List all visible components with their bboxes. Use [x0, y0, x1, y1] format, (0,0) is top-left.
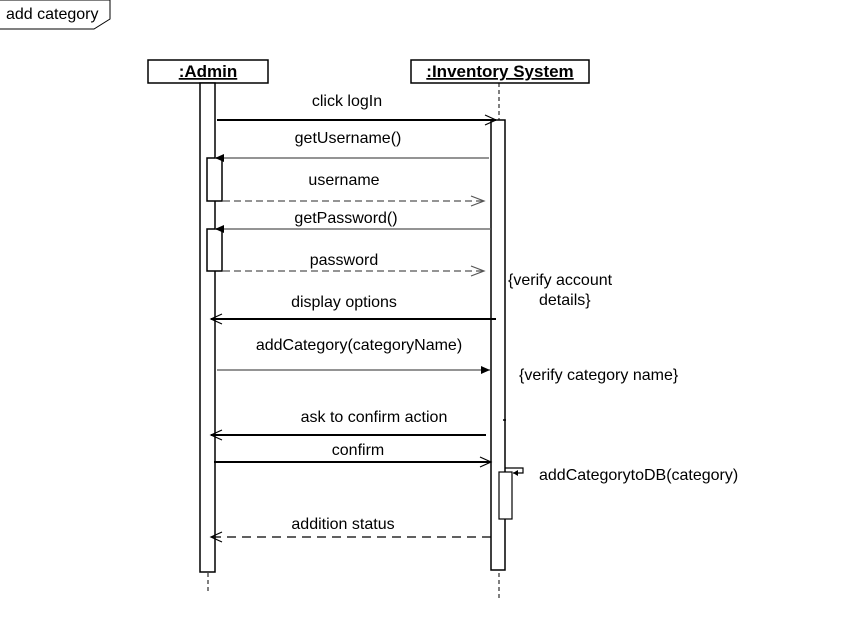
message-label: addCategorytoDB(category) [539, 467, 738, 484]
message-label: getPassword() [294, 210, 397, 227]
activation-system [490, 119, 506, 571]
note-verify-account: {verify account details} [508, 272, 613, 309]
message-get-password: getPassword() [215, 210, 491, 233]
message-label: password [310, 252, 378, 269]
message-username-return: username [223, 172, 486, 207]
lifeline-head-admin: :Admin [147, 59, 269, 84]
message-add-category: addCategory(categoryName) [217, 337, 490, 374]
message-click-login: click logIn [217, 93, 498, 126]
lifeline-label-system: :Inventory System [426, 62, 573, 81]
note-line: details} [539, 292, 591, 309]
message-label: getUsername() [295, 130, 402, 147]
message-get-username: getUsername() [215, 130, 489, 162]
message-addition-status: addition status [209, 516, 491, 543]
message-confirm: confirm [214, 442, 493, 468]
message-label: addition status [291, 516, 394, 533]
message-add-category-to-db: addCategorytoDB(category) [505, 467, 738, 484]
message-label: click logIn [312, 93, 382, 110]
note-verify-category: {verify category name} [519, 367, 679, 384]
message-label: username [308, 172, 379, 189]
activation-admin-password [206, 228, 223, 272]
note-line: {verify account [508, 272, 613, 289]
lifeline-head-system: :Inventory System [410, 59, 590, 84]
message-password-return: password [223, 252, 486, 277]
frame-tab: add category [0, 0, 111, 30]
note-line: {verify category name} [519, 367, 679, 384]
lifeline-label-admin: :Admin [179, 62, 238, 81]
activation-system-nested [498, 471, 513, 520]
message-label: confirm [332, 442, 384, 459]
message-display-options: display options [209, 294, 496, 325]
message-label: display options [291, 294, 397, 311]
message-label: ask to confirm action [301, 409, 448, 426]
message-ask-confirm: ask to confirm action [209, 409, 486, 441]
activation-admin [199, 82, 216, 573]
frame-title: add category [6, 6, 99, 23]
message-label: addCategory(categoryName) [256, 337, 462, 354]
activation-admin-username [206, 157, 223, 202]
